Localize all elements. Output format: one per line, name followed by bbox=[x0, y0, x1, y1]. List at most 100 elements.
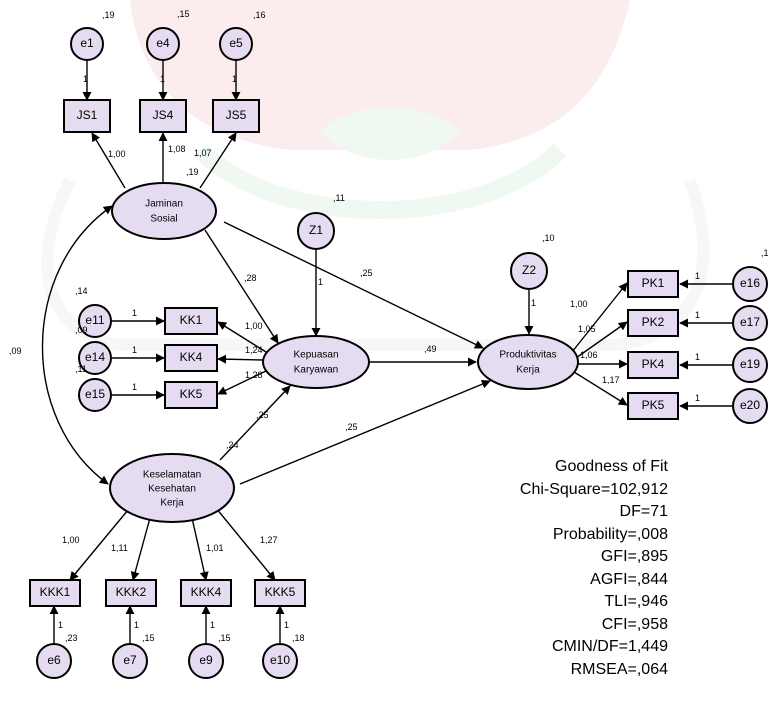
edge-kk-kk1 bbox=[217, 321, 267, 353]
svg-text:PK1: PK1 bbox=[642, 276, 665, 290]
label-e6-variance: ,23 bbox=[65, 633, 78, 643]
edge-pk-pk2 bbox=[575, 321, 628, 359]
svg-text:KK5: KK5 bbox=[180, 387, 203, 401]
label-kkk5-loading: 1,27 bbox=[260, 535, 278, 545]
latent-keselamatan-kesehatan-kerja: Keselamatan Kesehatan Kerja bbox=[109, 453, 235, 523]
disturbance-z2: Z2 bbox=[510, 252, 548, 290]
label-kkk-pk: ,25 bbox=[345, 422, 358, 432]
label-pk4-loading: 1,06 bbox=[580, 350, 598, 360]
error-node-e10: e10 bbox=[262, 643, 298, 679]
label-z2-path: 1 bbox=[531, 298, 536, 308]
svg-text:KKK4: KKK4 bbox=[191, 585, 222, 599]
edge-kk-kk4 bbox=[217, 354, 264, 364]
fit-rmsea: RMSEA=,064 bbox=[570, 660, 668, 678]
error-node-e19: e19 bbox=[732, 347, 768, 383]
svg-text:e15: e15 bbox=[85, 387, 105, 401]
label-e7-variance: ,15 bbox=[142, 633, 155, 643]
svg-text:Kepuasan: Kepuasan bbox=[293, 350, 338, 361]
edge-kkk-kkk1 bbox=[69, 509, 129, 581]
label-kk-pk: ,49 bbox=[424, 344, 437, 354]
error-node-e15: e15 bbox=[78, 378, 112, 412]
fit-cmin-df: CMIN/DF=1,449 bbox=[551, 638, 668, 655]
label-z1-variance: ,11 bbox=[333, 193, 345, 203]
label-kk1-loading: 1,00 bbox=[245, 321, 263, 331]
label-js5-loading: 1,07 bbox=[194, 148, 212, 158]
edge-pk-pk1 bbox=[571, 282, 628, 353]
svg-text:JS5: JS5 bbox=[226, 108, 247, 122]
error-node-e4: e4 bbox=[146, 27, 180, 61]
svg-text:Z2: Z2 bbox=[522, 263, 536, 277]
label-e11-variance: ,14 bbox=[75, 286, 88, 296]
label-e9-variance: ,15 bbox=[218, 633, 231, 643]
label-e20-path: 1 bbox=[695, 393, 700, 403]
edge-kkk-pk bbox=[239, 379, 491, 485]
indicator-js1: JS1 bbox=[63, 99, 111, 133]
indicator-kk4: KK4 bbox=[164, 344, 218, 372]
svg-text:e9: e9 bbox=[199, 653, 213, 667]
label-js1-loading: 1,00 bbox=[108, 149, 126, 159]
label-e5-variance: ,16 bbox=[253, 10, 266, 20]
svg-text:e10: e10 bbox=[270, 653, 290, 667]
svg-text:Kerja: Kerja bbox=[160, 498, 184, 509]
fit-gfi: GFI=,895 bbox=[600, 548, 668, 565]
svg-text:e17: e17 bbox=[740, 315, 760, 329]
label-kkk1-loading: 1,00 bbox=[62, 535, 80, 545]
label-kk4-loading: 1,24 bbox=[245, 345, 263, 355]
indicator-kkk1: KKK1 bbox=[29, 579, 81, 607]
edge-kkk-kk bbox=[219, 385, 291, 461]
label-e11-path: 1 bbox=[132, 308, 137, 318]
indicator-js5: JS5 bbox=[212, 99, 260, 133]
svg-text:e14: e14 bbox=[85, 350, 105, 364]
fit-tli: TLI=,946 bbox=[604, 593, 668, 610]
label-e15-path: 1 bbox=[132, 382, 137, 392]
estimate-labels: ,19 ,15 ,16 1 1 1 1,00 1,08 1,07 ,19 ,11… bbox=[9, 9, 769, 643]
indicator-pk1: PK1 bbox=[627, 270, 679, 298]
fit-df: DF=71 bbox=[619, 503, 668, 520]
label-kkk-variance: ,24 bbox=[226, 440, 239, 450]
svg-text:KKK2: KKK2 bbox=[116, 585, 147, 599]
label-pk5-loading: 1,17 bbox=[602, 375, 620, 385]
svg-text:e5: e5 bbox=[229, 36, 243, 50]
label-e1-variance: ,19 bbox=[102, 10, 115, 20]
error-node-e17: e17 bbox=[732, 305, 768, 341]
edge-kkk-kkk5 bbox=[215, 507, 276, 581]
indicator-pk5: PK5 bbox=[627, 392, 679, 420]
svg-text:e19: e19 bbox=[740, 357, 760, 371]
edge-cov-js-kkk bbox=[41, 205, 113, 485]
edges bbox=[41, 60, 732, 643]
label-e4-path: 1 bbox=[160, 74, 165, 84]
label-kkk4-loading: 1,01 bbox=[206, 543, 224, 553]
label-e16-path: 1 bbox=[695, 271, 700, 281]
svg-text:e20: e20 bbox=[740, 398, 760, 412]
indicator-js4: JS4 bbox=[139, 99, 187, 133]
edge-js-js1 bbox=[91, 132, 126, 189]
label-z2-variance: ,10 bbox=[542, 233, 555, 243]
svg-text:Z1: Z1 bbox=[309, 223, 323, 237]
svg-text:e16: e16 bbox=[740, 276, 760, 290]
svg-text:KK4: KK4 bbox=[180, 350, 203, 364]
svg-text:KK1: KK1 bbox=[180, 313, 203, 327]
label-e14-path: 1 bbox=[132, 345, 137, 355]
svg-text:KKK5: KKK5 bbox=[265, 585, 296, 599]
svg-text:PK2: PK2 bbox=[642, 315, 665, 329]
edge-js-kk bbox=[204, 229, 279, 344]
svg-text:e7: e7 bbox=[123, 653, 137, 667]
edge-pk-pk5 bbox=[573, 371, 628, 406]
svg-text:JS4: JS4 bbox=[153, 108, 174, 122]
error-node-e14: e14 bbox=[78, 341, 112, 375]
edge-kk-kk5 bbox=[217, 370, 267, 395]
svg-text:Produktivitas: Produktivitas bbox=[499, 350, 556, 361]
fit-agfi: AGFI=,844 bbox=[590, 570, 668, 588]
label-e4-variance: ,15 bbox=[177, 9, 190, 19]
error-node-e6: e6 bbox=[36, 643, 72, 679]
fit-probability: Probability=,008 bbox=[552, 525, 668, 543]
label-js-variance: ,19 bbox=[186, 167, 199, 177]
label-pk1-loading: 1,00 bbox=[570, 299, 588, 309]
indicator-pk2: PK2 bbox=[627, 309, 679, 337]
label-e7-path: 1 bbox=[134, 620, 139, 630]
error-node-e11: e11 bbox=[78, 304, 112, 338]
svg-text:Kesehatan: Kesehatan bbox=[148, 484, 196, 495]
latent-kepuasan-karyawan: Kepuasan Karyawan bbox=[262, 335, 370, 389]
